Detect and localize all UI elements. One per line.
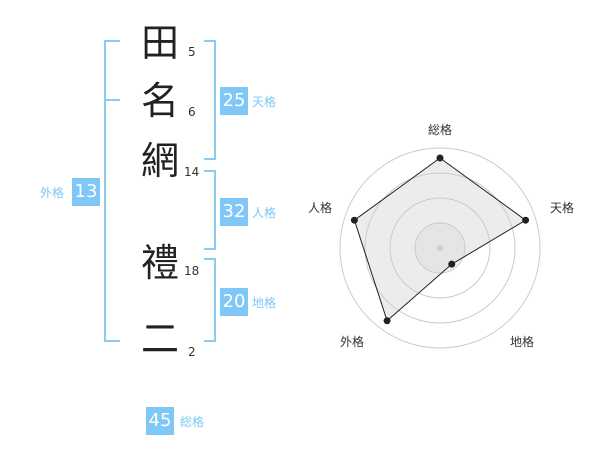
name-char-2: 名 xyxy=(140,79,179,123)
radar-points xyxy=(350,154,530,325)
jinkaku-label: 人格 xyxy=(252,206,277,220)
stroke-count-5: 2 xyxy=(188,345,196,359)
soukaku-label: 総格 xyxy=(180,415,205,429)
name-char-5: 二 xyxy=(140,317,179,361)
axis-label-gaikaku: 外格 xyxy=(340,334,364,349)
stroke-count-4: 18 xyxy=(184,264,200,278)
radar-ring-2 xyxy=(389,197,491,299)
name-char-4: 禮 xyxy=(140,241,179,285)
tenkaku-bracket xyxy=(204,40,216,160)
radar-chart: 総格 天格 地格 外格 人格 xyxy=(308,122,574,349)
radar-point-2 xyxy=(448,260,456,268)
tenkaku-badge: 25 xyxy=(220,87,248,115)
jinkaku-badge: 32 xyxy=(220,198,248,226)
stroke-count-3: 14 xyxy=(184,165,200,179)
jinkaku-bracket xyxy=(204,170,216,250)
radar-ring-3 xyxy=(364,172,516,324)
radar-point-0 xyxy=(436,154,444,162)
chikaku-badge: 20 xyxy=(220,288,248,316)
tenkaku-label: 天格 xyxy=(252,95,277,109)
stroke-count-1: 5 xyxy=(188,45,196,59)
name-char-3: 網 xyxy=(140,139,179,183)
stroke-count-2: 6 xyxy=(188,105,196,119)
radar-center-dot xyxy=(437,245,443,251)
axis-label-tenkaku: 天格 xyxy=(550,200,574,215)
chikaku-bracket xyxy=(204,258,216,342)
radar-point-1 xyxy=(522,216,530,224)
radar-polygon xyxy=(353,157,527,322)
chikaku-label: 地格 xyxy=(252,296,277,310)
radar-point-4 xyxy=(350,216,358,224)
radar-ring-4 xyxy=(339,147,541,349)
gaikaku-badge: 13 xyxy=(72,178,100,206)
gaikaku-bracket xyxy=(104,40,120,342)
radar-point-3 xyxy=(383,317,391,325)
axis-label-chikaku: 地格 xyxy=(510,334,534,349)
axis-label-soukaku: 総格 xyxy=(428,122,452,137)
axis-label-jinkaku: 人格 xyxy=(308,200,332,215)
gaikaku-label: 外格 xyxy=(40,186,65,200)
name-char-1: 田 xyxy=(140,21,179,65)
soukaku-badge: 45 xyxy=(146,407,174,435)
gaikaku-bracket-tick xyxy=(106,99,120,101)
